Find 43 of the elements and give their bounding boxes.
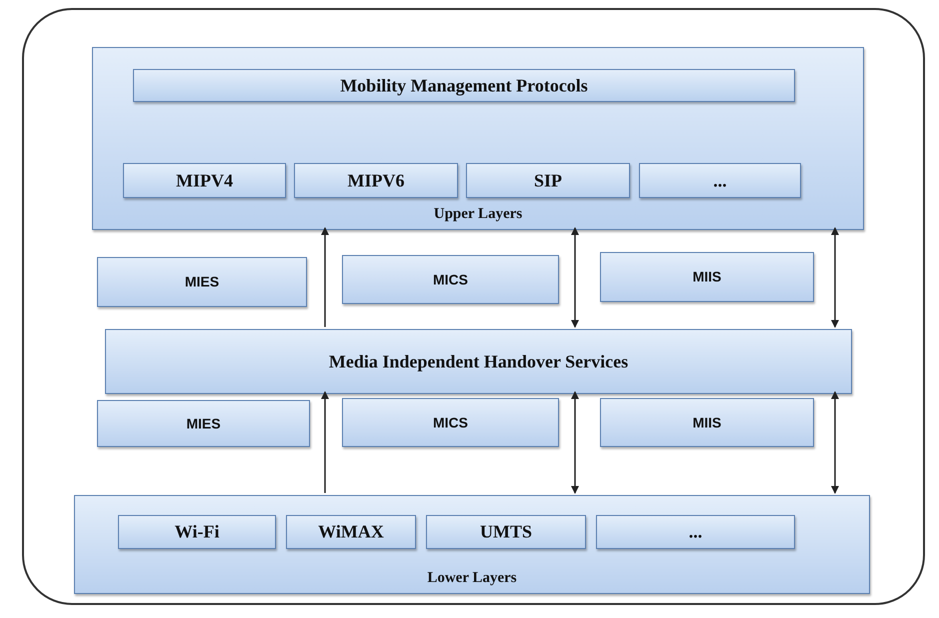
service-box xyxy=(118,515,276,549)
service-box xyxy=(105,329,852,394)
service-box xyxy=(596,515,795,549)
box-label: WiMAX xyxy=(317,520,385,544)
box-label: UMTS xyxy=(478,520,533,544)
box-label: MIIS xyxy=(692,268,722,286)
layer-box xyxy=(74,495,870,594)
service-box xyxy=(97,400,310,447)
service-box xyxy=(133,69,795,102)
box-label: ... xyxy=(712,169,728,192)
service-box xyxy=(286,515,416,549)
box-label: MIES xyxy=(185,414,222,433)
arrow xyxy=(831,391,839,494)
service-box xyxy=(97,257,307,307)
box-label: Mobility Management Protocols xyxy=(339,74,589,98)
layer-box xyxy=(92,47,864,230)
box-label: Lower Layers xyxy=(426,568,518,588)
box-label: ... xyxy=(688,520,704,544)
box-label: MIPV6 xyxy=(346,169,406,192)
arrow xyxy=(321,391,329,493)
service-box xyxy=(639,163,801,198)
service-box xyxy=(466,163,630,198)
service-box xyxy=(342,398,559,447)
outer-frame xyxy=(22,8,925,605)
box-label: Media Independent Handover Services xyxy=(328,350,630,374)
box-label: Upper Layers xyxy=(432,204,524,224)
box-label: MIIS xyxy=(692,413,722,432)
box-label: MIES xyxy=(184,272,220,292)
arrow xyxy=(571,227,579,328)
box-label: Wi-Fi xyxy=(174,520,220,544)
arrow xyxy=(831,227,839,328)
arrow xyxy=(321,227,329,327)
service-box xyxy=(294,163,458,198)
service-box xyxy=(600,398,814,447)
arrow xyxy=(571,391,579,494)
box-label: MIPV4 xyxy=(175,169,234,192)
service-box xyxy=(426,515,586,549)
service-box xyxy=(342,255,559,304)
service-box xyxy=(123,163,286,198)
box-label: MICS xyxy=(432,413,469,432)
box-label: MICS xyxy=(432,270,469,289)
service-box xyxy=(600,252,814,302)
box-label: SIP xyxy=(532,169,563,192)
